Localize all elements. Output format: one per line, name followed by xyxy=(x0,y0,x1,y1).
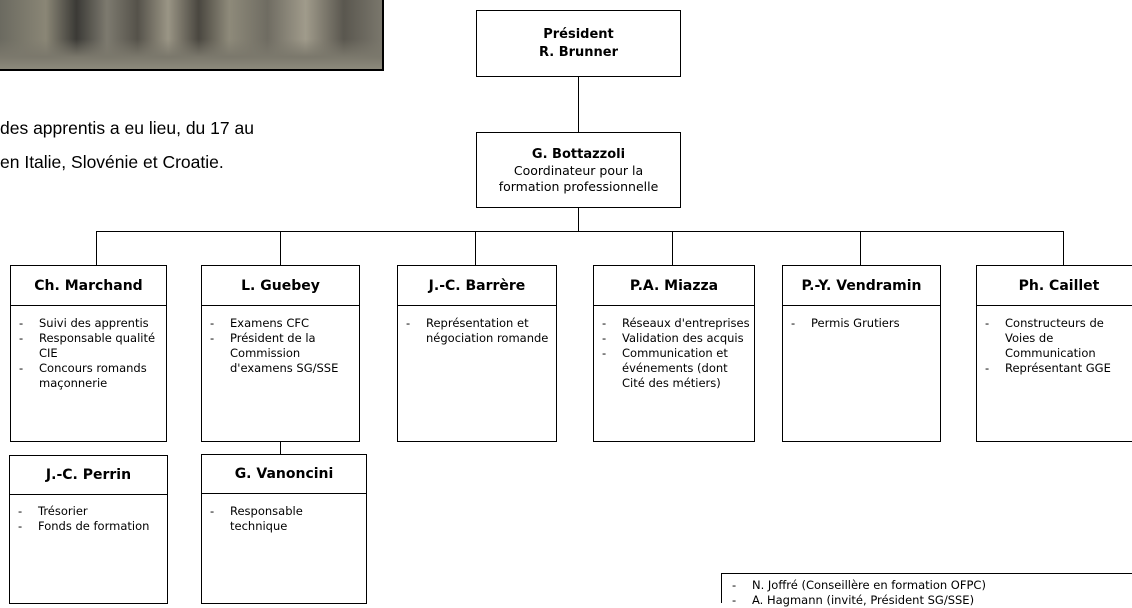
member-tasks: Représentation et négociation romande xyxy=(397,305,557,442)
task-item: Représentant GGE xyxy=(985,361,1132,376)
sub-member-header: G. Vanoncini xyxy=(201,454,367,494)
task-item: Permis Grutiers xyxy=(791,316,936,331)
president-box: Président R. Brunner xyxy=(476,10,681,77)
sub-member-tasks: Trésorier Fonds de formation xyxy=(9,494,168,604)
task-item: Représentation et négociation romande xyxy=(406,316,552,346)
president-name: R. Brunner xyxy=(538,44,619,60)
task-item: Suivi des apprentis xyxy=(19,316,162,331)
task-item: Communication et événements (dont Cité d… xyxy=(602,346,750,391)
member-header: Ch. Marchand xyxy=(10,265,167,306)
group-photo xyxy=(0,0,384,71)
member-header: P.A. Miazza xyxy=(593,265,755,306)
coordinator-role-line-2: formation professionnelle xyxy=(498,178,659,194)
coordinator-box: G. Bottazzoli Coordinateur pour la forma… xyxy=(476,132,681,208)
coordinator-role-line-1: Coordinateur pour la xyxy=(513,162,644,178)
paragraph-line-1: des apprentis a eu lieu, du 17 au xyxy=(0,118,254,138)
member-header: L. Guebey xyxy=(201,265,360,306)
task-item: Réseaux d'entreprises xyxy=(602,316,750,331)
member-tasks: Réseaux d'entreprises Validation des acq… xyxy=(593,305,755,442)
task-item: Responsable technique xyxy=(210,504,362,534)
task-item: Examens CFC xyxy=(210,316,355,331)
member-tasks: Constructeurs de Voies de Communication … xyxy=(976,305,1132,442)
member-header: J.-C. Barrère xyxy=(397,265,557,306)
member-header: Ph. Caillet xyxy=(976,265,1132,306)
member-tasks: Permis Grutiers xyxy=(782,305,941,442)
sub-member-header: J.-C. Perrin xyxy=(9,455,168,495)
note-item: A. Hagmann (invité, Président SG/SSE) xyxy=(732,593,1132,608)
task-item: Validation des acquis xyxy=(602,331,750,346)
paragraph-line-2: en Italie, Slovénie et Croatie. xyxy=(0,152,224,172)
president-title: Président xyxy=(543,26,614,42)
task-item: Responsable qualité CIE xyxy=(19,331,162,361)
note-item: N. Joffré (Conseillère en formation OFPC… xyxy=(732,578,1132,593)
member-tasks: Examens CFC Président de la Commission d… xyxy=(201,305,360,442)
task-item: Président de la Commission d'examens SG/… xyxy=(210,331,355,376)
task-item: Trésorier xyxy=(18,504,163,519)
member-tasks: Suivi des apprentis Responsable qualité … xyxy=(10,305,167,442)
task-item: Constructeurs de Voies de Communication xyxy=(985,316,1132,361)
sub-member-tasks: Responsable technique xyxy=(201,493,367,604)
coordinator-name: G. Bottazzoli xyxy=(531,146,626,162)
note-box: N. Joffré (Conseillère en formation OFPC… xyxy=(721,573,1132,608)
member-header: P.-Y. Vendramin xyxy=(782,265,941,306)
task-item: Concours romands maçonnerie xyxy=(19,361,162,391)
task-item: Fonds de formation xyxy=(18,519,163,534)
